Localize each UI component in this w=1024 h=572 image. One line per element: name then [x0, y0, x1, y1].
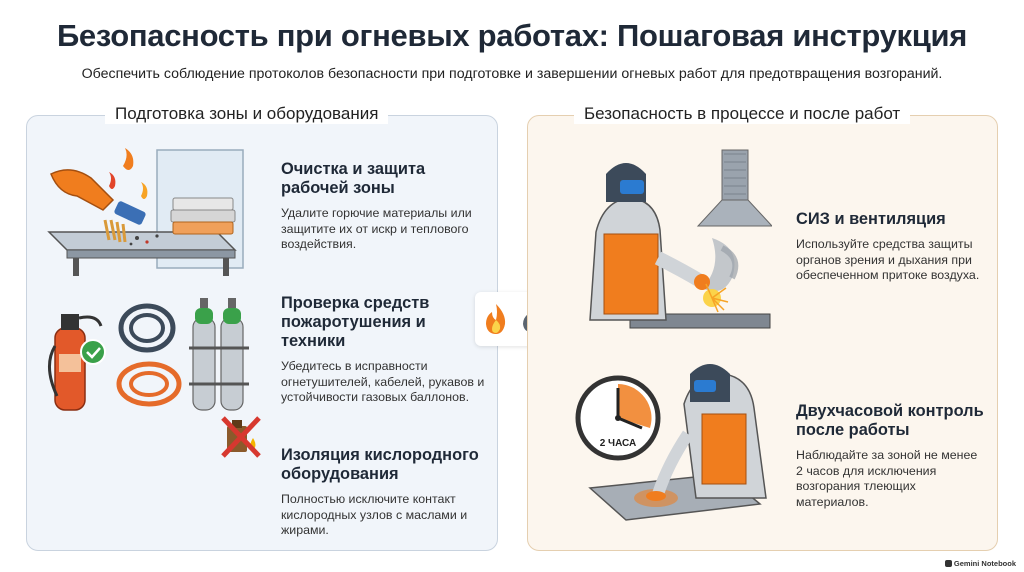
- left-item-1: Очистка и защита рабочей зоны Удалите го…: [281, 160, 481, 253]
- welder-ventilation-icon: [589, 149, 772, 329]
- notebook-icon: [944, 560, 952, 567]
- right-item-1: СИЗ и вентиляция Используйте средства за…: [796, 210, 986, 284]
- left-item-3: Изоляция кислородного оборудования Полно…: [281, 446, 491, 539]
- left-item-2: Проверка средств пожаротушения и техники…: [281, 294, 491, 406]
- right-item-2: Двухчасовой контроль после работы Наблюд…: [796, 402, 986, 510]
- right-panel: Безопасность в процессе и после работ СИ…: [527, 104, 998, 551]
- flame-icon: [486, 304, 506, 334]
- page-title: Безопасность при огневых работах: Пошаго…: [56, 18, 968, 53]
- clock-label: 2 ЧАСА: [600, 438, 637, 449]
- left-item-2-title: Проверка средств пожаротушения и техники: [281, 294, 430, 350]
- left-item-1-body: Удалите горючие материалы или защитите и…: [281, 206, 472, 251]
- brush-cleaning-icon: [47, 148, 244, 276]
- right-item-1-title: СИЗ и вентиляция: [796, 210, 946, 228]
- right-item-2-title: Двухчасовой контроль после работы: [796, 402, 984, 439]
- left-panel-heading: Подготовка зоны и оборудования: [105, 104, 389, 124]
- branding-text: Gemini Notebook: [953, 559, 1016, 568]
- page-subtitle: Обеспечить соблюдение протоколов безопас…: [81, 66, 943, 82]
- clock-icon: 2 ЧАСА: [575, 364, 767, 521]
- left-item-3-body: Полностью исключите контакт кислородных …: [281, 492, 468, 537]
- right-panel-heading: Безопасность в процессе и после работ: [574, 104, 911, 124]
- right-item-2-body: Наблюдайте за зоной не менее 2 часов для…: [796, 448, 978, 509]
- left-panel: Подготовка зоны и оборудования Очистка и…: [26, 104, 498, 551]
- no-oil-icon: [221, 416, 261, 458]
- left-item-1-title: Очистка и защита рабочей зоны: [281, 160, 426, 197]
- left-item-3-title: Изоляция кислородного оборудования: [281, 446, 479, 483]
- fire-extinguisher-icon: [48, 298, 249, 411]
- left-item-2-body: Убедитесь в исправности огнетушителей, к…: [281, 359, 485, 404]
- branding: Gemini Notebook: [944, 559, 1016, 568]
- right-item-1-body: Используйте средства защиты органов зрен…: [796, 237, 980, 282]
